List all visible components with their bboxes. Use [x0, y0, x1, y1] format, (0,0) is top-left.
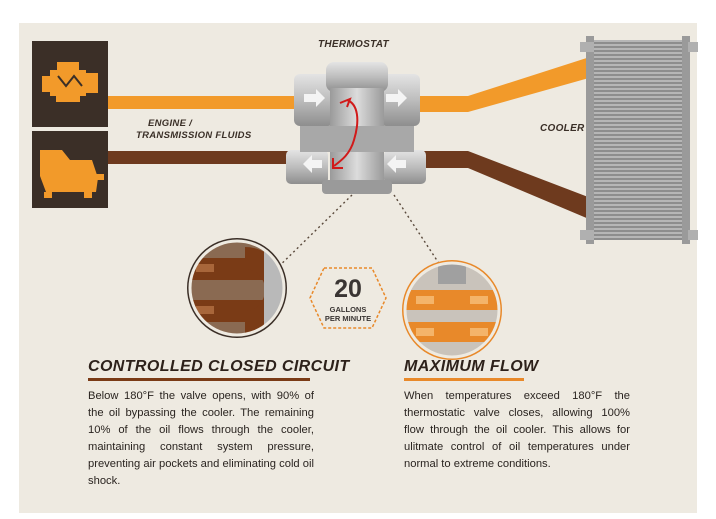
engine-label-line1: ENGINE /	[148, 118, 193, 129]
pipe-hot-inlet	[108, 96, 298, 109]
closed-circuit-underline	[88, 378, 310, 381]
closed-circuit-text: Below 180°F the valve opens, with 90% of…	[88, 390, 314, 487]
max-flow-heading: MAXIMUM FLOW	[404, 358, 539, 375]
engine-label-line2: TRANSMISSION FLUIDS	[136, 130, 252, 141]
pipe-return	[108, 151, 298, 164]
engine-icon	[32, 41, 108, 127]
cooler-label: COOLER	[540, 123, 585, 134]
pipe-to-cooler	[420, 55, 596, 112]
inset-closed-circuit	[187, 238, 287, 338]
gpm-unit-line1: GALLONS	[329, 305, 367, 314]
thermostat-valve	[286, 62, 426, 194]
gpm-hexagon-badge	[309, 267, 387, 329]
leader-left	[269, 194, 353, 276]
closed-circuit-heading: CONTROLLED CLOSED CIRCUIT	[88, 358, 350, 375]
leader-right	[393, 194, 441, 266]
max-flow-text: When temperatures exceed 180°F the therm…	[404, 390, 630, 470]
gpm-value: 20	[334, 275, 362, 303]
transmission-icon	[32, 131, 108, 208]
thermostat-label: THERMOSTAT	[318, 39, 389, 50]
oil-cooler	[580, 36, 698, 244]
max-flow-underline	[404, 378, 524, 381]
inset-max-flow	[402, 260, 502, 360]
gpm-unit-line2: PER MINUTE	[324, 314, 372, 323]
pipe-from-cooler	[420, 151, 596, 222]
